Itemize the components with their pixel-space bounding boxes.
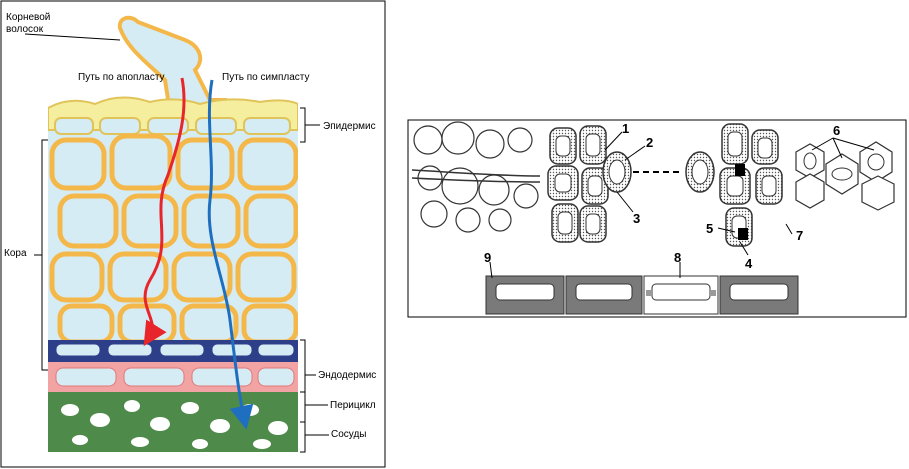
callout-1: 1	[622, 121, 629, 136]
cell-row-diagram	[485, 275, 799, 315]
callout-5: 5	[706, 221, 713, 236]
vessels-label: Сосуды	[331, 429, 366, 440]
root-cross-section	[48, 15, 298, 452]
callout-6: 6	[833, 123, 840, 138]
apoplast-path-arrow	[143, 77, 186, 347]
pericycle-label: Перицикл	[330, 400, 376, 411]
callout-lines	[604, 131, 875, 256]
symplast-path-arrow	[207, 79, 254, 430]
epidermis-label: Эпидермис	[323, 121, 376, 132]
casparian-band-top	[735, 164, 745, 176]
callout-8: 8	[674, 250, 681, 265]
layer-brackets	[24, 33, 329, 453]
transport-cells-diagram	[411, 121, 895, 247]
cortex-label: Кора	[4, 248, 27, 259]
cortex-cells	[49, 133, 298, 345]
vessel-cells	[61, 400, 288, 449]
root-hair-cell	[117, 15, 227, 114]
callout-7: 7	[796, 228, 803, 243]
bottom-callout-lines	[489, 261, 681, 279]
callout-4: 4	[745, 256, 753, 271]
callout-2: 2	[646, 135, 653, 150]
epidermis-cells	[54, 117, 291, 135]
callout-3: 3	[633, 211, 640, 226]
callout-9: 9	[484, 250, 491, 265]
endodermis-label: Эндодермис	[318, 370, 376, 381]
symplast-path-label: Путь по симпласту	[222, 72, 309, 83]
casparian-band-bottom	[738, 228, 748, 240]
root-hair-label-line2: волосок	[6, 24, 44, 35]
endodermis-cells	[55, 343, 295, 357]
root-hair-label-line1: Корневой	[6, 12, 50, 23]
apoplast-path-label: Путь по апопласту	[78, 72, 165, 83]
